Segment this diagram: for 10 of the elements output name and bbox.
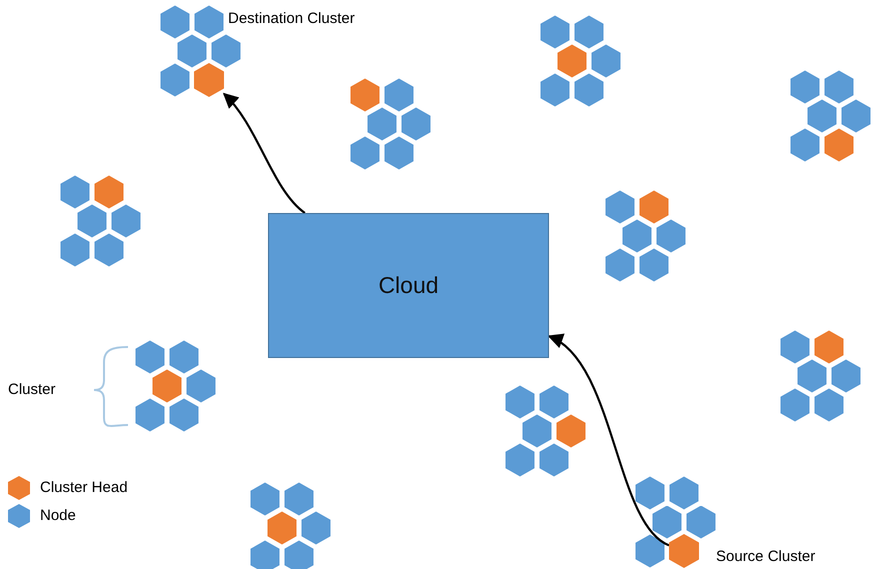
text-label: Source Cluster [716,548,816,565]
legend-label: Cluster Head [40,479,128,496]
legend-label: Node [40,507,76,524]
text-label: Destination Cluster [228,10,355,27]
arrow [548,335,670,546]
text-label: Cluster [8,381,56,398]
arrow [222,92,306,214]
cluster-head-hexagon [194,63,224,97]
process-box: Cloud [268,213,549,358]
cluster-head-hexagon [669,534,699,568]
